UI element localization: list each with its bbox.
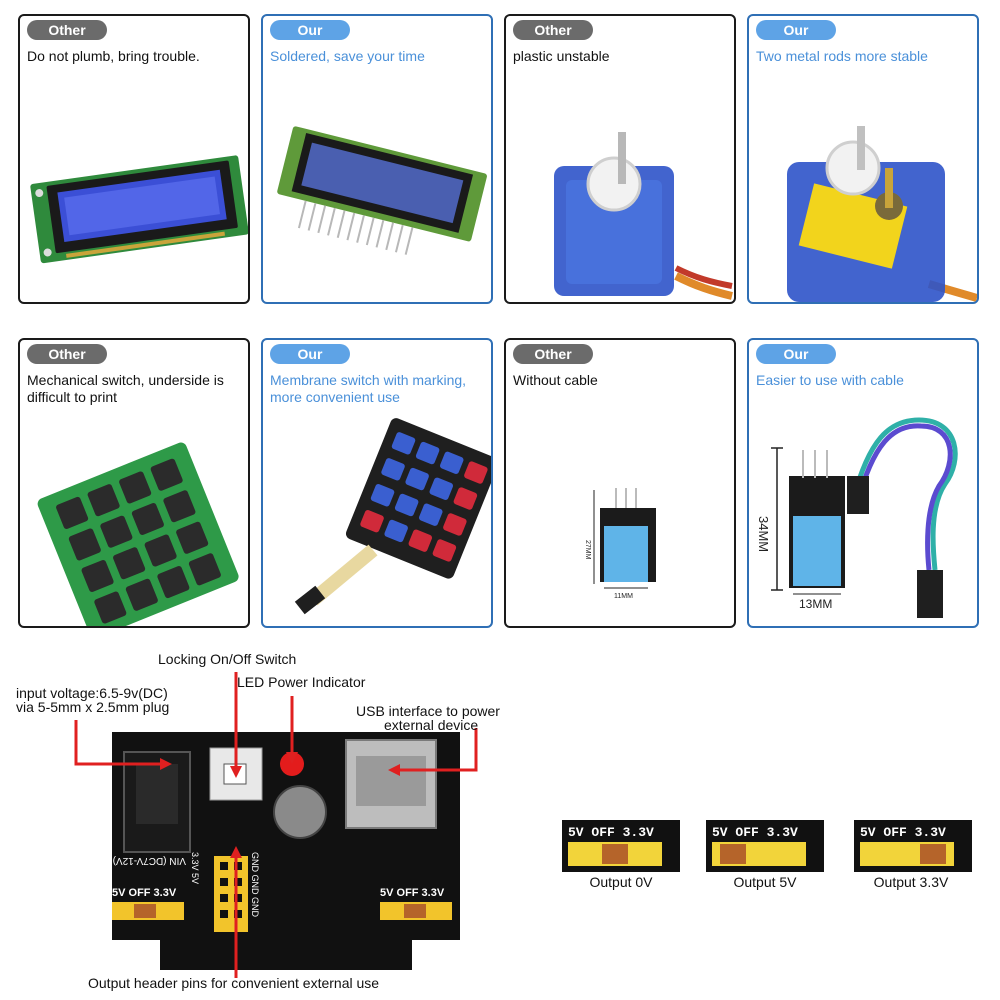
annotation-usb: USB interface to power [356,703,500,719]
jumper-label: 5V OFF 3.3V [860,825,946,840]
comparison-card-servo-other: Other plastic unstable [504,14,736,304]
annotation-led: LED Power Indicator [237,674,366,690]
annotation-header-pins: Output header pins for convenient extern… [88,975,380,991]
comparison-card-lcd-other: Other Do not plumb, bring trouble. [18,14,250,304]
jumper-state-5v: 5V OFF 3.3V [706,820,824,872]
header-pins-icon [214,856,248,932]
tag-other: Other [27,344,107,364]
comparison-card-keypad-our: Our Membrane switch with marking, more c… [261,338,493,628]
annotation-lines [74,672,478,978]
lcd-module-icon [30,155,248,264]
dimension-width-label: 13MM [799,597,832,611]
card-description: Two metal rods more stable [756,48,928,64]
mechanical-keypad-icon [37,442,239,626]
tag-our: Our [756,344,836,364]
dimension-height-label: 34MM [756,516,771,552]
jumper-label: 5V OFF 3.3V [712,825,798,840]
output-caption-3v3: Output 3.3V [873,874,949,890]
dht11-sensor-icon: 27MM 11MM [584,488,656,600]
output-caption-5v: Output 5V [733,874,797,890]
card-description: Membrane switch with marking, more conve… [270,372,467,405]
comparison-card-keypad-other: Other Mechanical switch, underside is di… [18,338,250,628]
tag-other: Other [27,20,107,40]
comparison-card-servo-our: Our Two metal rods more stable [747,14,979,304]
board-label-rail: 3.3V 5V [190,852,200,884]
comparison-card-lcd-our: Our Soldered, save your time [261,14,493,304]
servo-metal-icon [787,126,977,302]
dimension-height-label: 27MM [584,540,591,560]
board-label-gnd: GND GND GND [250,852,260,918]
card-description: plastic unstable [513,48,610,64]
board-label-vin: VIN (DC7V-12V) [113,855,186,866]
tag-our: Our [270,344,350,364]
tag-our: Our [270,20,350,40]
dimension-width-label: 11MM [614,593,633,600]
jumper-label: 5V OFF 3.3V [568,825,654,840]
jumper-state-3v3: 5V OFF 3.3V [854,820,972,872]
servo-plastic-icon [554,132,733,300]
card-description: Do not plumb, bring trouble. [27,48,200,64]
board-label-jumper-right: 5V OFF 3.3V [380,887,445,899]
output-caption-0v: Output 0V [589,874,653,890]
power-module-diagram: VIN (DC7V-12V) 5V OFF 3.3V 5V OFF 3.3V G… [74,672,478,978]
capacitor-icon [273,785,327,839]
annotation-switch: Locking On/Off Switch [158,651,297,667]
card-description: Mechanical switch, underside is difficul… [27,372,224,405]
card-description: Easier to use with cable [756,372,904,388]
membrane-keypad-icon [294,418,491,615]
card-description: Without cable [513,372,598,388]
card-description: Soldered, save your time [270,48,425,64]
jumper-state-0v: 5V OFF 3.3V [562,820,680,872]
comparison-card-sensor-our: Our Easier to use with cable 34MM 13MM [747,338,979,628]
tag-our: Our [756,20,836,40]
annotation-usb-device: external device [384,717,479,733]
annotation-input-voltage: input voltage:6.5-9v(DC) [16,685,168,701]
comparison-card-sensor-other: Other Without cable 27MM 11MM [504,338,736,628]
annotation-input-plug: via 5-5mm x 2.5mm plug [16,699,170,715]
lcd-module-soldered-icon [277,126,487,255]
board-label-jumper-left: 5V OFF 3.3V [112,887,177,899]
dht11-sensor-cable-icon: 34MM 13MM [756,417,958,618]
tag-other: Other [513,20,593,40]
tag-other: Other [513,344,593,364]
